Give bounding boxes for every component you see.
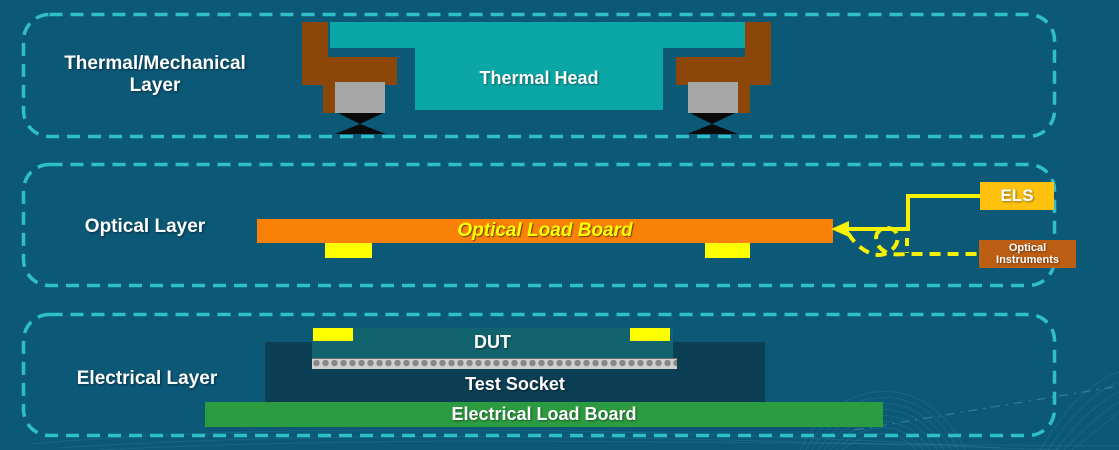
clamp-right-arm xyxy=(676,57,745,85)
clamp-pad-left xyxy=(335,82,385,113)
optical-load-board-label: Optical Load Board xyxy=(457,219,633,241)
thermal-layer-label: Thermal/Mechanical Layer xyxy=(35,53,275,98)
clamp-right-lower xyxy=(738,85,750,113)
fiber-loop-dashed-line xyxy=(846,226,978,257)
clamp-pad-right xyxy=(688,82,738,113)
fiber-arrowhead-icon xyxy=(831,221,849,237)
thermal-head-label: Thermal Head xyxy=(479,68,599,89)
optical-instruments-label: Optical Instruments xyxy=(996,242,1059,266)
optical-connector-right xyxy=(705,243,750,258)
optical-layer-label: Optical Layer xyxy=(84,216,206,237)
clamp-foot-left-icon xyxy=(335,124,386,134)
clamp-right-vertical xyxy=(745,22,771,85)
clamp-foot-right-icon xyxy=(687,124,738,134)
clamp-foot-left-icon xyxy=(338,113,383,124)
optical-connector-left xyxy=(325,243,372,258)
electrical-load-board-label: Electrical Load Board xyxy=(451,403,637,424)
thermal-layer-label-line1: Thermal/Mechanical xyxy=(64,53,246,74)
els-box: ELS xyxy=(980,182,1054,210)
optical-instruments-label-line1: Optical xyxy=(1008,242,1047,254)
thermal-head: Thermal Head xyxy=(415,48,663,110)
thermal-layer-label-line2: Layer xyxy=(129,75,181,97)
clamp-foot-right-icon xyxy=(690,113,735,124)
clamp-left-lower xyxy=(323,85,335,113)
test-socket-label-wrap: Test Socket xyxy=(265,368,765,402)
ball-grid-strip xyxy=(312,358,677,369)
optical-instruments-box: Optical Instruments xyxy=(979,240,1076,268)
optical-instruments-label-line2: Instruments xyxy=(996,254,1059,266)
electrical-load-board: Electrical Load Board xyxy=(205,402,883,427)
clamp-left-arm xyxy=(328,57,397,85)
dut-block: DUT xyxy=(312,328,673,358)
els-label: ELS xyxy=(1000,185,1034,205)
fiber-solid-line xyxy=(846,194,980,231)
clamp-left-vertical xyxy=(302,22,328,85)
optical-load-board: Optical Load Board xyxy=(257,219,833,243)
electrical-layer-label: Electrical Layer xyxy=(76,368,218,389)
dut-label: DUT xyxy=(474,332,511,353)
test-socket-label: Test Socket xyxy=(465,374,565,395)
dut-connector-left xyxy=(313,328,353,341)
decor-dashdot-line xyxy=(854,385,1119,431)
thermal-head-top-plate xyxy=(330,22,745,48)
dut-connector-right xyxy=(630,328,670,341)
